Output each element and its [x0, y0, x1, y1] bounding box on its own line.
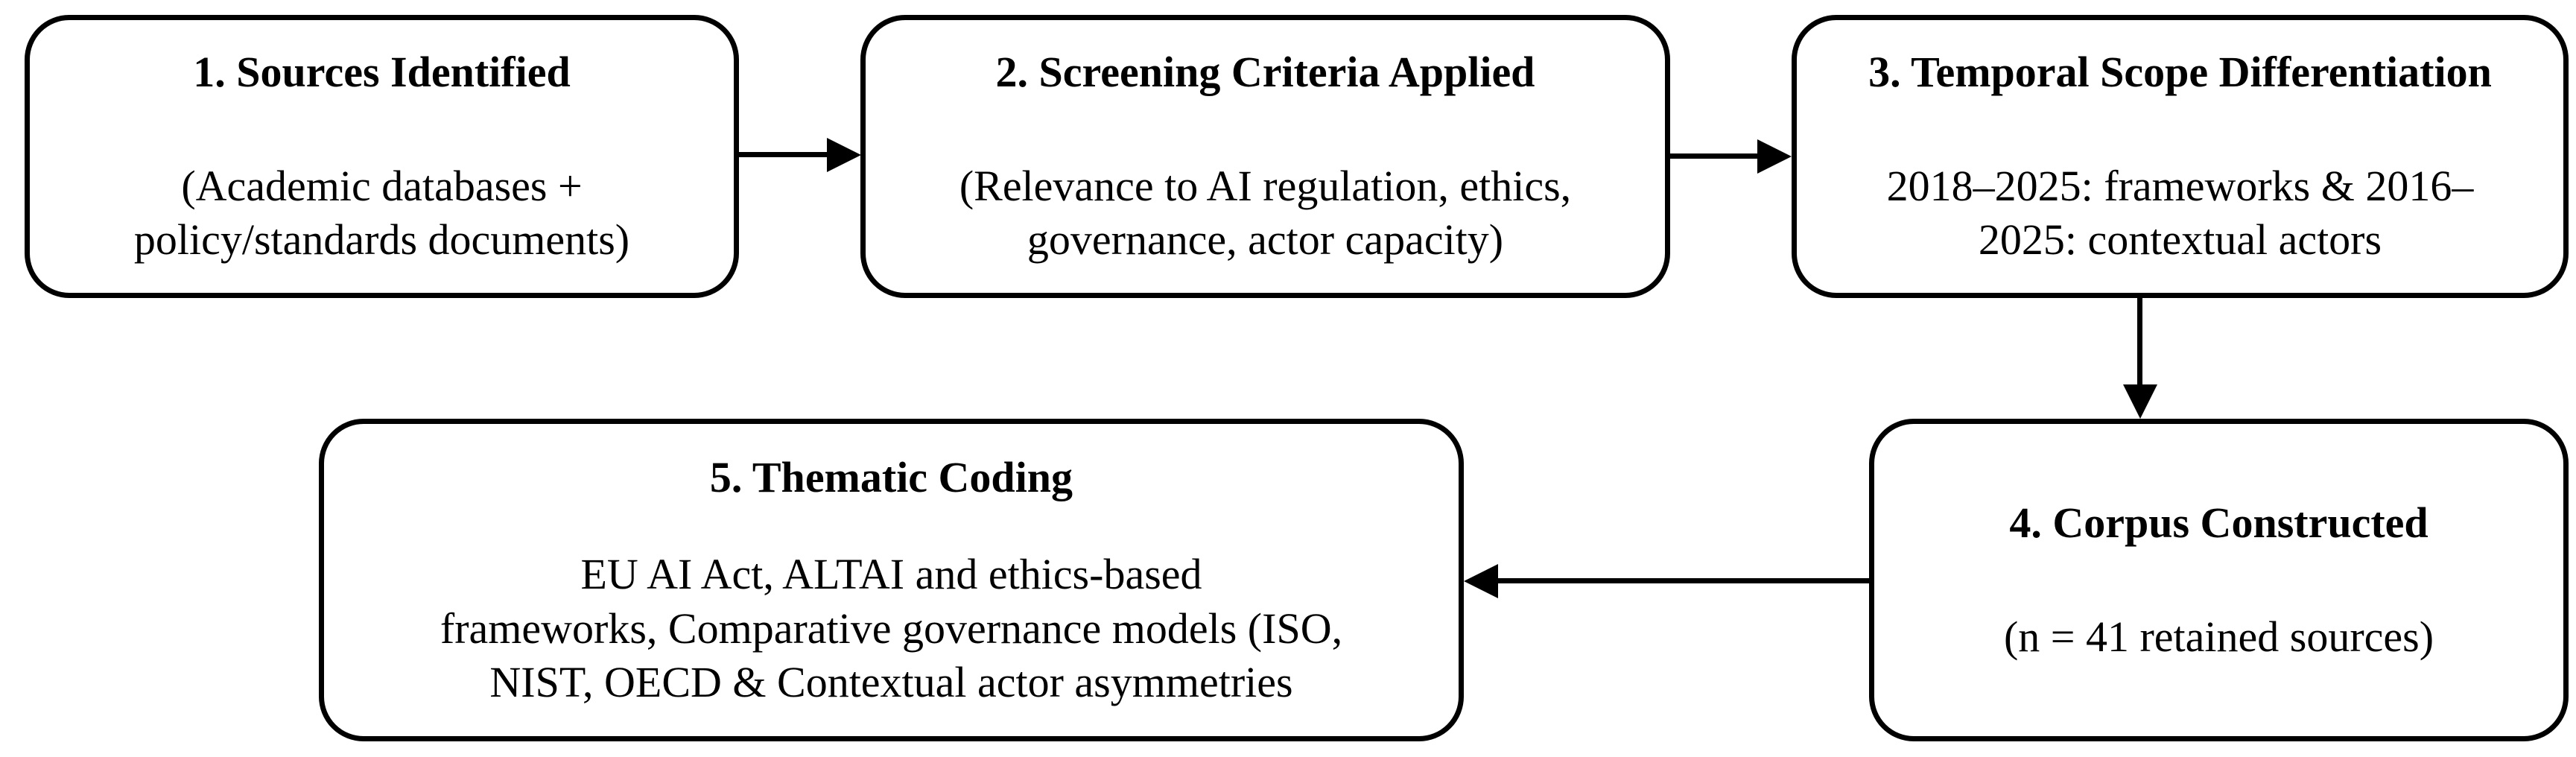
flow-box-screening-criteria: 2. Screening Criteria Applied (Relevance…	[860, 15, 1670, 298]
arrow-right-head-icon	[1757, 139, 1792, 174]
flow-box-temporal-scope: 3. Temporal Scope Differentiation 2018–2…	[1792, 15, 2569, 298]
box-body-thematic-coding: EU AI Act, ALTAI and ethics-based framew…	[440, 550, 1343, 706]
box-body-temporal-scope: 2018–2025: frameworks & 2016– 2025: cont…	[1886, 161, 2474, 265]
flow-box-corpus-constructed: 4. Corpus Constructed (n = 41 retained s…	[1869, 419, 2569, 741]
arrow-step1-to-step2	[739, 138, 861, 172]
flow-box-thematic-coding: 5. Thematic Coding EU AI Act, ALTAI and …	[319, 419, 1464, 741]
box-title-corpus-constructed: 4. Corpus Constructed	[2009, 498, 2429, 547]
box-title-sources-identified: 1. Sources Identified	[193, 48, 571, 97]
arrow-step4-to-step5	[1464, 564, 1869, 598]
box-body-sources-identified: (Academic databases + policy/standards d…	[133, 161, 630, 265]
box-body-corpus-constructed: (n = 41 retained sources)	[2003, 612, 2434, 661]
arrow-left-head-icon	[1464, 564, 1498, 598]
arrow-step2-to-step3	[1670, 139, 1792, 174]
arrow-down-head-icon	[2123, 384, 2157, 419]
arrow-shaft	[2137, 298, 2142, 386]
arrow-shaft	[739, 152, 828, 157]
arrow-step3-to-step4	[2123, 298, 2157, 419]
arrow-shaft	[1670, 153, 1759, 159]
box-title-screening-criteria: 2. Screening Criteria Applied	[995, 48, 1535, 97]
arrow-right-head-icon	[827, 138, 861, 172]
box-body-screening-criteria: (Relevance to AI regulation, ethics, gov…	[959, 161, 1572, 265]
box-title-thematic-coding: 5. Thematic Coding	[709, 452, 1073, 501]
flow-box-sources-identified: 1. Sources Identified (Academic database…	[25, 15, 739, 298]
box-title-temporal-scope: 3. Temporal Scope Differentiation	[1868, 48, 2492, 97]
arrow-shaft	[1497, 578, 1869, 583]
